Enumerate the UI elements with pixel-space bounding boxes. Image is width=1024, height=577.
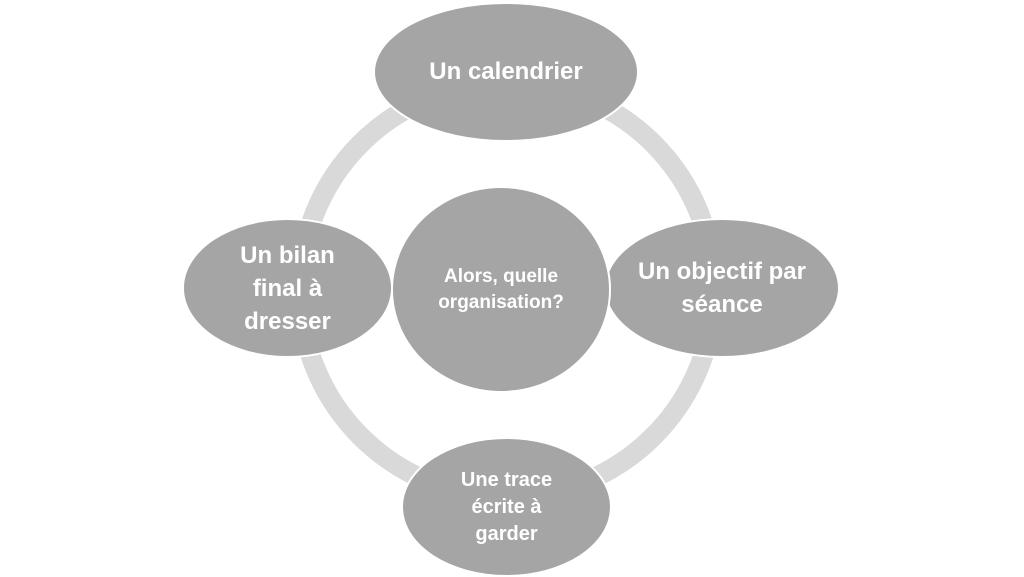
node-label-objectif: Un objectif par séance [637, 258, 806, 318]
center-label: Alors, quelle organisation? [438, 265, 564, 313]
node-bilan: Un bilan final à dresser [182, 218, 393, 358]
node-calendrier: Un calendrier [373, 2, 639, 142]
node-trace-ecrite: Une trace écrite à garder [401, 437, 612, 577]
node-label-trace-ecrite: Une trace écrite à garder [460, 468, 553, 545]
node-label-calendrier: Un calendrier [429, 58, 583, 85]
node-label-bilan: Un bilan final à dresser [240, 241, 335, 335]
center-node: Alors, quelle organisation? [391, 186, 611, 393]
node-objectif: Un objectif par séance [604, 218, 840, 358]
